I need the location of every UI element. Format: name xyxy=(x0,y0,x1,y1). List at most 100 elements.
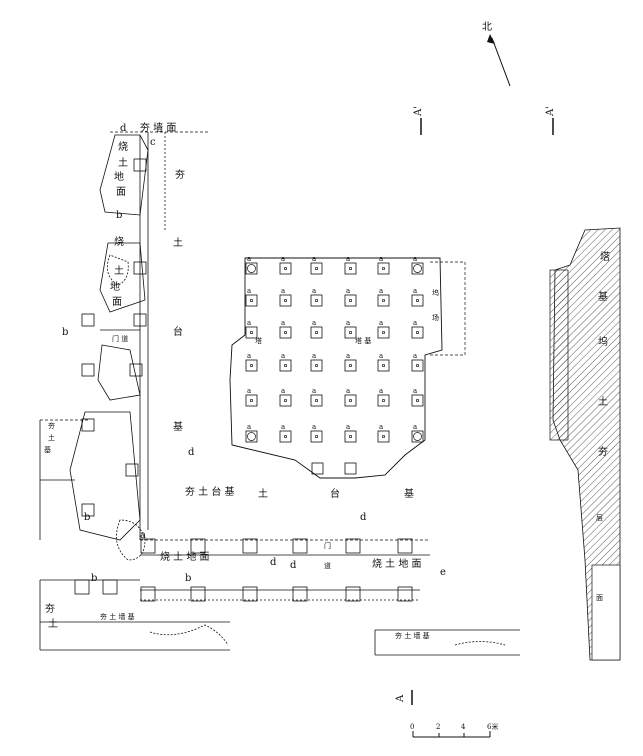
pillar-base xyxy=(81,363,95,377)
pillar-base: a xyxy=(377,287,390,307)
letter-b-bottom: b xyxy=(185,573,191,584)
pillar-letter: a xyxy=(413,255,417,263)
label-tu-4: 土 xyxy=(258,487,268,500)
pillar-letter: a xyxy=(312,352,316,360)
pillar-letter: a xyxy=(346,423,350,431)
letter-a-left: a xyxy=(140,530,146,541)
pillar-base: a xyxy=(344,423,357,443)
burnt-floor-outlines xyxy=(69,134,506,646)
pillar-base: a xyxy=(344,255,357,275)
letter-b-bottom-left: b xyxy=(91,573,97,584)
pillar-base xyxy=(81,313,95,327)
pillar-base: a xyxy=(279,423,292,443)
pillar-letter: a xyxy=(379,423,383,431)
label-tu-3: 土 xyxy=(173,236,183,249)
pillar-base: a xyxy=(411,319,424,339)
label-di-1: 地 xyxy=(114,170,124,183)
letter-c-top: c xyxy=(150,137,156,148)
pillar-base xyxy=(129,363,143,377)
pillar-letter: a xyxy=(312,255,316,263)
scale-bar: 0 2 4 6米 xyxy=(410,722,498,738)
label-tai-1: 台 xyxy=(173,325,183,338)
pillar-base: a xyxy=(245,387,258,407)
pillar-base: a xyxy=(245,352,258,372)
label-wall-left: 夯 土 墙 基 xyxy=(100,612,135,621)
pillar-base: a xyxy=(245,287,258,307)
plan-labels: d 夯 墙 面 烧 土 地 面 夯 烧 土 地 面 土 台 门 道 基 d 夯 … xyxy=(44,121,446,640)
pillar-letter: a xyxy=(413,352,417,360)
pillar-letter: a xyxy=(247,423,251,431)
pillar-base: a xyxy=(245,255,258,275)
pillar-base: a xyxy=(279,387,292,407)
label-ji-1: 基 xyxy=(173,420,183,433)
label-dao: 道 xyxy=(324,561,331,570)
pillar-base: a xyxy=(310,423,323,443)
label-chang: 场 xyxy=(432,313,439,322)
pillar-base: a xyxy=(279,319,292,339)
label-jian: 坞 xyxy=(432,288,439,297)
label-ta-1: 塔 xyxy=(255,336,262,345)
pillar-letter: a xyxy=(247,387,251,395)
pillar-letter: a xyxy=(312,319,316,327)
letter-d-bottom-2: d xyxy=(290,560,297,571)
enclosure-walls xyxy=(39,131,520,656)
pillar-letter: a xyxy=(379,319,383,327)
pillar-base xyxy=(397,538,413,554)
label-hang-left: 夯 xyxy=(45,602,55,615)
section-label-3: 坞 xyxy=(598,335,608,348)
pillar-letter: a xyxy=(281,287,285,295)
pillar-base: a xyxy=(245,423,258,443)
pillar-base: a xyxy=(310,387,323,407)
pillar-letter: a xyxy=(346,352,350,360)
section-label-1: 塔 xyxy=(600,250,610,263)
pillar-base xyxy=(140,586,156,602)
label-shao-tu-di-mian-right: 烧 土 地 面 xyxy=(372,557,422,570)
label-wall-right: 夯 土 墙 基 xyxy=(395,631,430,640)
letter-d-bottom-3: d xyxy=(360,512,367,523)
pillar-letter: a xyxy=(281,255,285,263)
pillar-base: a xyxy=(377,255,390,275)
pillar-letter: a xyxy=(379,255,383,263)
pillar-base: a xyxy=(310,255,323,275)
scale-tick-2: 2 xyxy=(436,723,440,731)
pillar-base: a xyxy=(245,319,258,339)
pillar-letter: a xyxy=(312,387,316,395)
pillar-base: a xyxy=(279,255,292,275)
pillar-base xyxy=(102,579,118,595)
pillar-base: a xyxy=(279,287,292,307)
section-label-4: 土 xyxy=(598,395,608,408)
label-wall-left-vert-2: 土 xyxy=(48,433,55,442)
section-mark-bottom: A xyxy=(395,694,406,703)
pillar-letter: a xyxy=(413,423,417,431)
pillar-base: a xyxy=(279,352,292,372)
pillar-letter: a xyxy=(346,287,350,295)
pillar-base xyxy=(344,462,357,475)
label-shao-2: 烧 xyxy=(114,235,124,248)
pillar-base xyxy=(74,579,90,595)
pillar-letter: a xyxy=(281,387,285,395)
pillar-base xyxy=(133,313,147,327)
pillar-letter: a xyxy=(312,423,316,431)
letter-b-top: b xyxy=(116,210,122,221)
section-label-7: 面 xyxy=(596,594,603,602)
section-marks: A' A' A xyxy=(395,106,556,705)
pillar-letter: a xyxy=(346,387,350,395)
label-tu-left: 土 xyxy=(48,617,58,630)
pillar-base xyxy=(81,503,95,517)
section-mark-top-right: A' xyxy=(545,106,556,117)
label-mian-1: 面 xyxy=(116,187,126,198)
pillar-letter: a xyxy=(379,287,383,295)
pillar-base xyxy=(140,538,156,554)
pillar-letter: a xyxy=(247,287,251,295)
letter-b-mid: b xyxy=(84,512,90,523)
pillar-base xyxy=(190,538,206,554)
label-mian-2: 面 xyxy=(112,297,122,308)
pillar-base xyxy=(81,418,95,432)
pillar-base xyxy=(397,586,413,602)
section-mark-top-left: A' xyxy=(413,106,424,117)
pillar-base: a xyxy=(411,387,424,407)
pillar-base: a xyxy=(310,319,323,339)
bottom-pillar-row xyxy=(74,538,413,602)
